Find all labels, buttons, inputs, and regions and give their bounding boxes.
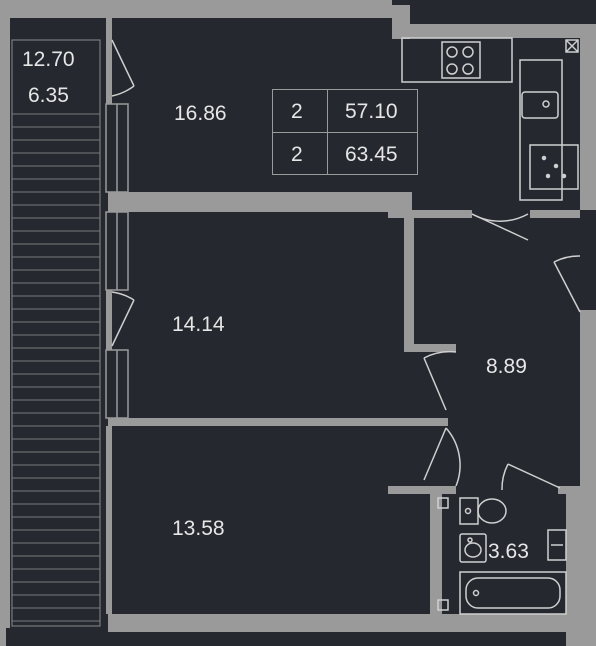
top-wall-kitchen bbox=[392, 24, 596, 38]
wall-bath-left bbox=[430, 486, 442, 614]
kitchen-counter-side bbox=[519, 59, 563, 201]
kitchen-counter bbox=[401, 37, 513, 83]
top-wall bbox=[0, 0, 392, 18]
wall-kitchen-hall-2 bbox=[530, 210, 580, 218]
left-wall-top bbox=[0, 18, 6, 646]
stove-icon bbox=[441, 41, 481, 79]
room-area-hallway: 8.89 bbox=[486, 355, 527, 378]
facade-mullion-1 bbox=[106, 18, 112, 104]
right-wall-lower bbox=[580, 310, 596, 490]
wall-bath-top-right bbox=[558, 486, 588, 494]
wall-living-bedroom bbox=[108, 192, 390, 212]
sink-icon bbox=[521, 91, 559, 119]
wall-hall-left-foot bbox=[404, 344, 456, 352]
right-wall-upper bbox=[580, 24, 596, 210]
room-area-bathroom: 3.63 bbox=[488, 540, 529, 563]
summary-living-area: 57.10 bbox=[345, 100, 398, 123]
balcony-rail-left bbox=[6, 18, 10, 628]
wall-hall-left bbox=[404, 216, 414, 352]
washbasin-icon bbox=[459, 533, 487, 563]
room-area-bedroom-middle: 14.14 bbox=[172, 313, 225, 336]
area-summary-table: 2 57.10 2 63.45 bbox=[272, 89, 418, 175]
summary-total-area: 63.45 bbox=[345, 143, 398, 166]
toilet-icon bbox=[459, 497, 507, 525]
wall-bath-top bbox=[388, 486, 456, 494]
wall-kitchen-hall bbox=[392, 210, 472, 218]
summary-rooms-count-2: 2 bbox=[291, 143, 303, 166]
balcony-slats bbox=[11, 39, 101, 627]
summary-rooms-count-1: 2 bbox=[291, 100, 303, 123]
door-swing-icon bbox=[111, 39, 581, 491]
facade-mullion-2 bbox=[106, 290, 112, 350]
facade-mullion-3 bbox=[106, 426, 112, 614]
balcony-area-reduced: 6.35 bbox=[28, 84, 69, 107]
room-area-bedroom-bottom: 13.58 bbox=[172, 517, 225, 540]
bottom-wall bbox=[108, 614, 596, 632]
bathtub-icon bbox=[459, 571, 567, 615]
room-area-living: 16.86 bbox=[174, 102, 227, 125]
wall-bedrooms bbox=[108, 418, 448, 426]
balcony-area-full: 12.70 bbox=[22, 48, 75, 71]
fridge-icon bbox=[529, 144, 579, 190]
